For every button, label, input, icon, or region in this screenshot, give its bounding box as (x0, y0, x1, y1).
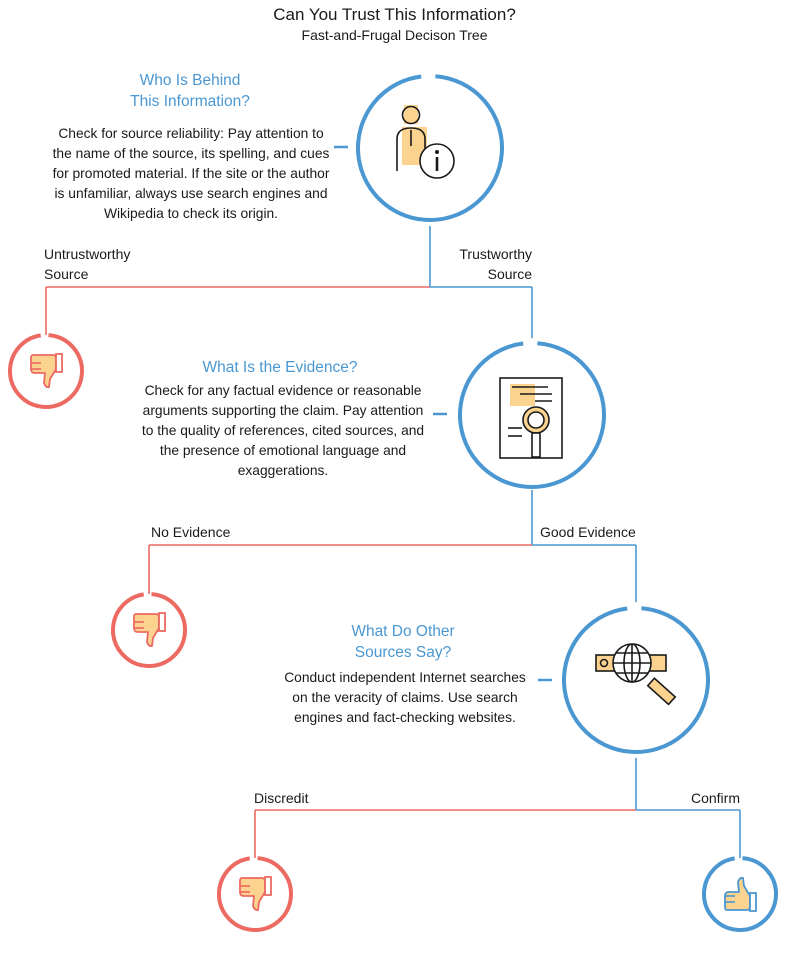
outcome-reject-3 (217, 856, 293, 932)
description-3: Conduct independent Internet searches on… (284, 670, 526, 725)
thumbs-up-icon (724, 876, 757, 912)
step-circle-3 (562, 606, 710, 755)
document-magnifier-icon (499, 377, 563, 459)
outcome-reject-1 (8, 333, 84, 409)
step-circle-2 (458, 341, 606, 490)
label-good-evidence: Good Evidence (540, 524, 636, 540)
outcome-accept (702, 856, 778, 932)
outcome-reject-2 (111, 592, 187, 668)
description-1: Check for source reliability: Pay attent… (52, 126, 330, 221)
page-title: Can You Trust This Information? (273, 5, 516, 24)
thumbs-down-icon (30, 353, 63, 389)
question-3: What Do Other Sources Say? (351, 623, 455, 661)
label-trustworthy-source: Trustworthy Source (459, 246, 532, 282)
step-circle-1 (356, 74, 504, 223)
question-2: What Is the Evidence? (202, 359, 358, 376)
person-info-icon (396, 105, 455, 179)
question-1: Who Is Behind This Information? (130, 72, 250, 110)
label-no-evidence: No Evidence (151, 524, 231, 540)
label-confirm: Confirm (690, 790, 740, 806)
label-discredit: Discredit (254, 790, 309, 806)
thumbs-down-icon (133, 612, 166, 648)
label-untrustworthy-source: Untrustworthy Source (44, 246, 131, 282)
page-subtitle: Fast-and-Frugal Decison Tree (301, 27, 488, 43)
description-2: Check for any factual evidence or reason… (141, 383, 425, 478)
globe-search-icon (595, 643, 677, 706)
thumbs-down-icon (239, 876, 272, 912)
